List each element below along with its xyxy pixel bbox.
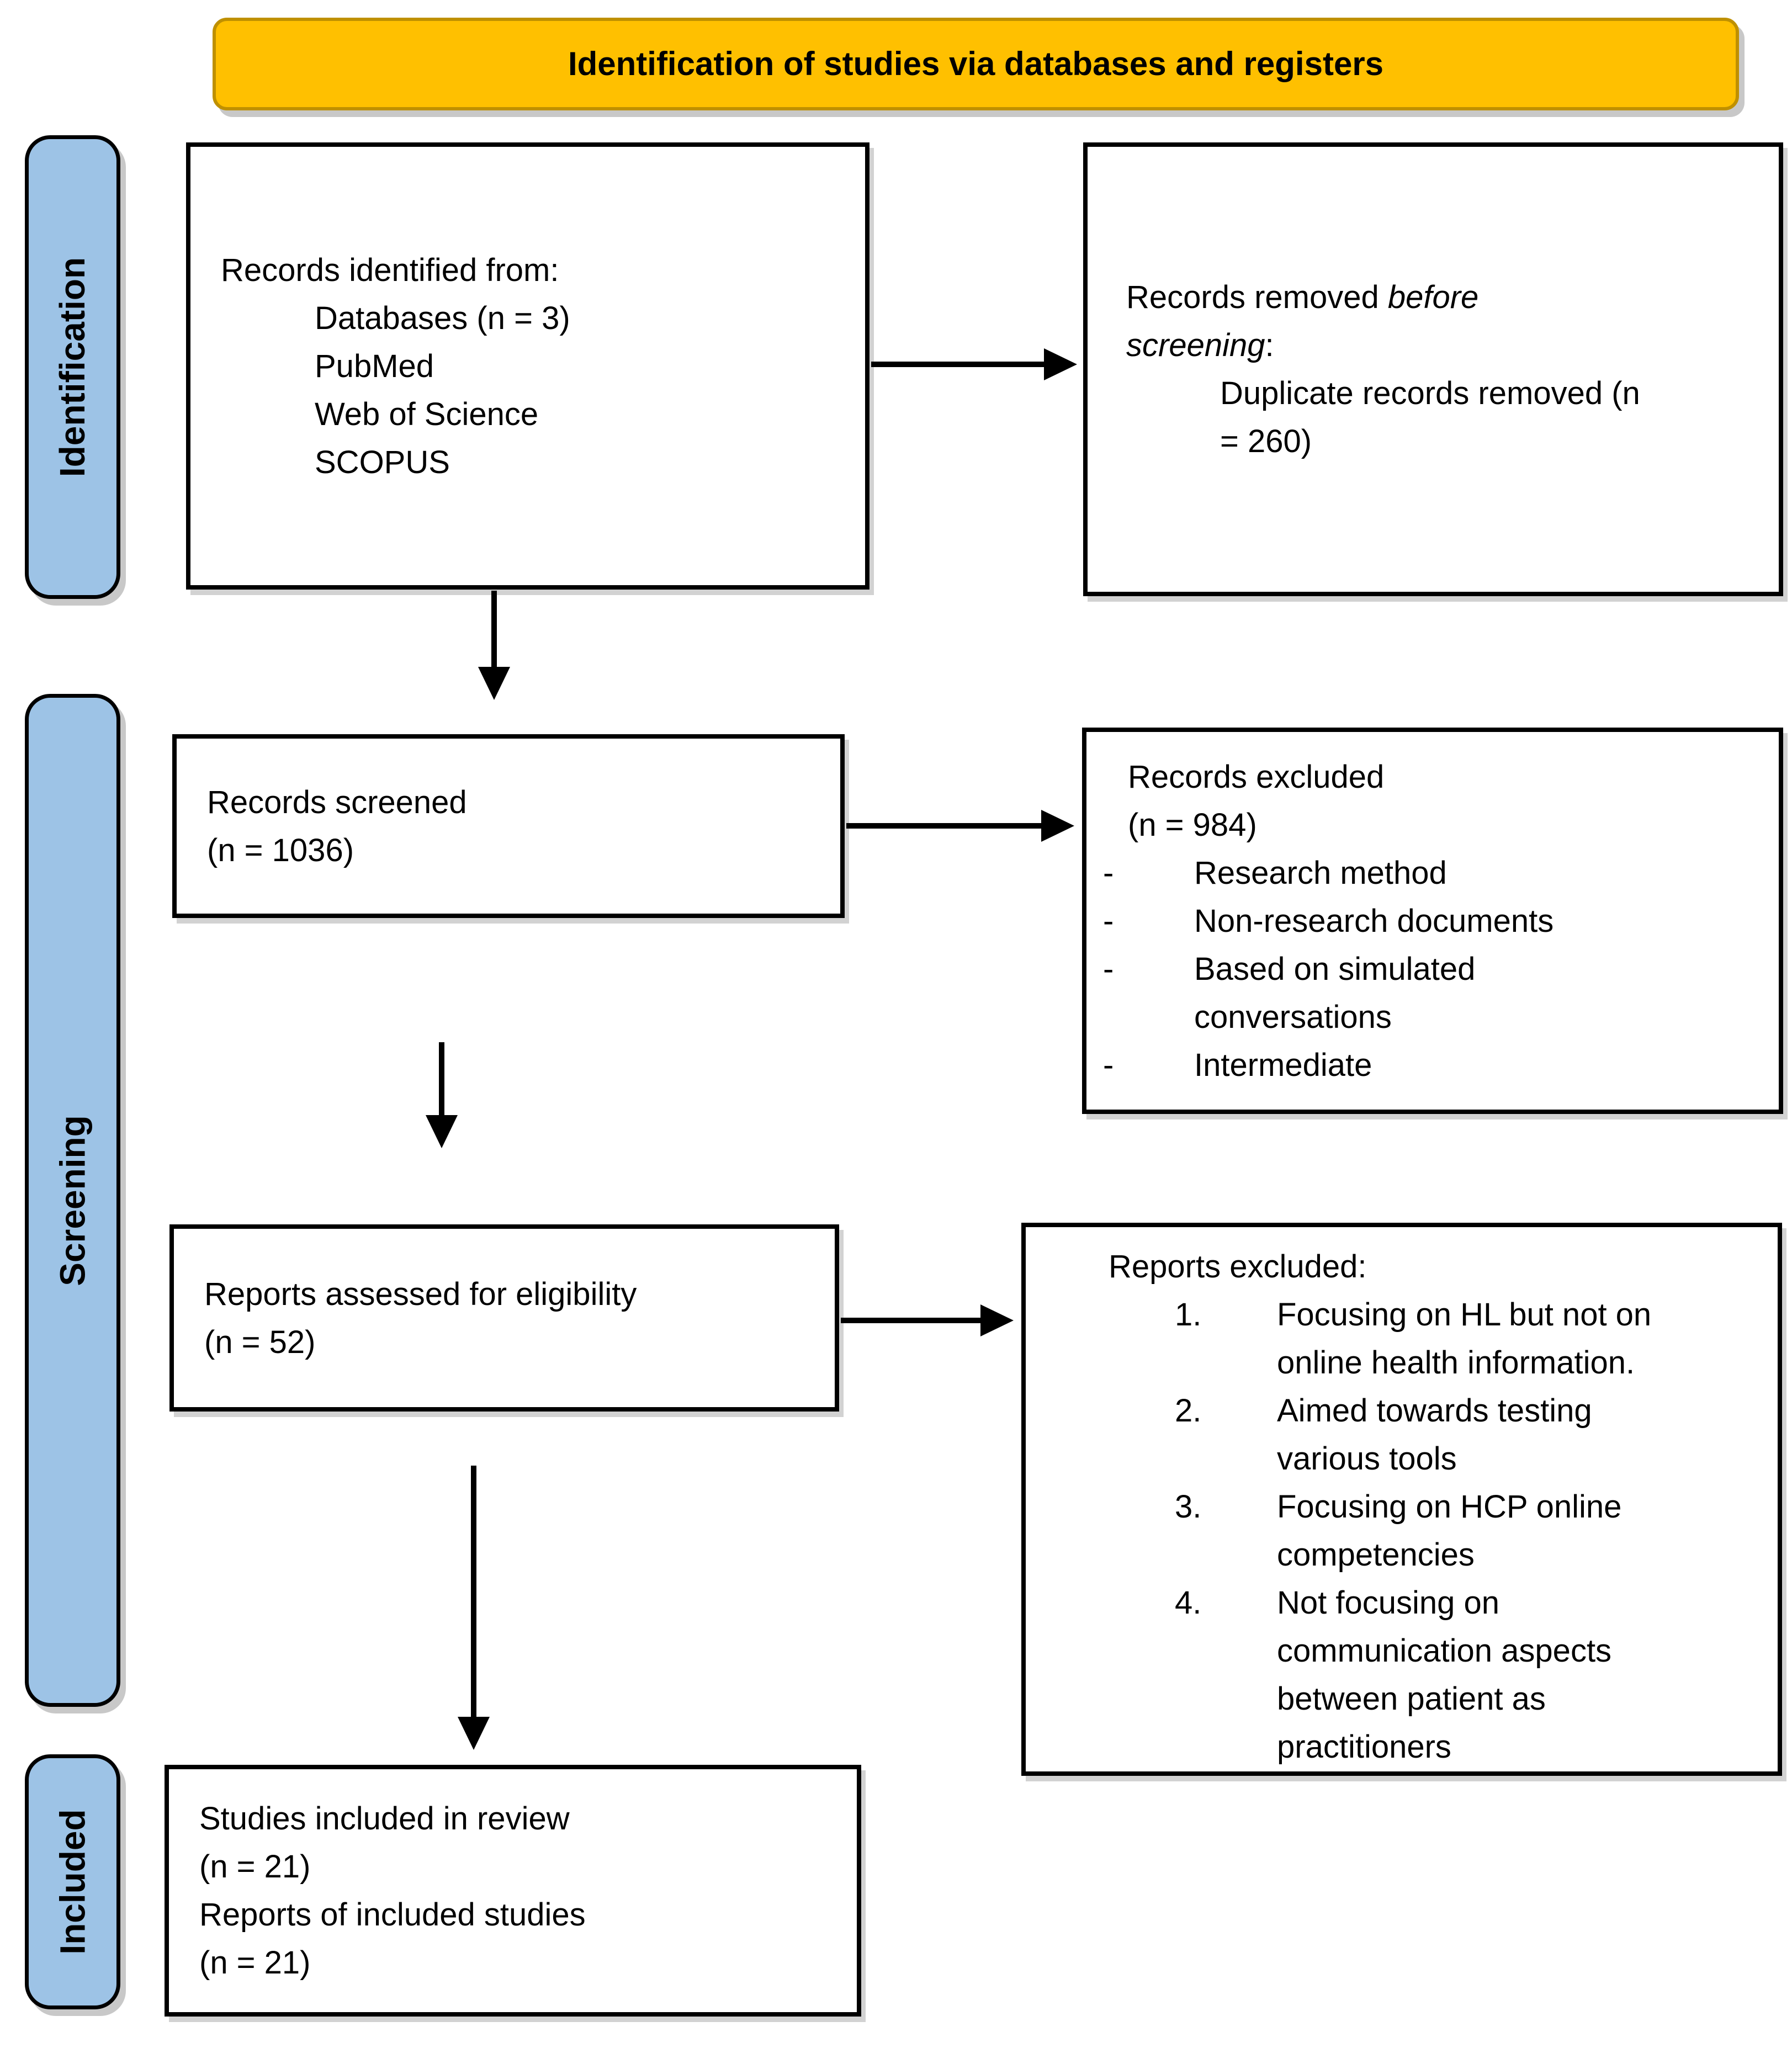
dash-bullet: -: [1103, 1047, 1114, 1083]
reports-excluded-item-row: 1. Focusing on HL but not on online heal…: [1175, 1291, 1758, 1387]
reports-excluded-item: Focusing on HCP online competencies: [1277, 1489, 1622, 1573]
records-removed-title-prefix: Records removed: [1126, 279, 1388, 315]
list-number: 3.: [1175, 1489, 1202, 1525]
stage-label-identification-text: Identification: [52, 257, 93, 477]
box-records-excluded: Records excluded (n = 984) - Research me…: [1082, 728, 1783, 1114]
down-arrow-head: [458, 1717, 490, 1750]
records-excluded-item-row: - Based on simulated conversations: [1103, 945, 1762, 1041]
box-reports-assessed: Reports assessed for eligibility (n = 52…: [169, 1224, 839, 1412]
studies-included-text: Studies included in review (n = 21) Repo…: [199, 1801, 586, 1981]
stage-label-screening-text: Screening: [52, 1115, 93, 1286]
list-number: 2.: [1175, 1393, 1202, 1429]
records-excluded-item-row: - Intermediate: [1103, 1041, 1762, 1089]
dash-bullet: -: [1103, 903, 1114, 939]
right-arrow-head: [1044, 348, 1077, 380]
records-identified-item: PubMed: [315, 348, 434, 384]
reports-excluded-item: Not focusing on communication aspects be…: [1277, 1585, 1612, 1765]
records-excluded-title: Records excluded (n = 984): [1128, 758, 1385, 843]
box-studies-included: Studies included in review (n = 21) Repo…: [165, 1765, 861, 2017]
down-arrow-head: [478, 667, 510, 700]
records-screened-text: Records screened (n = 1036): [207, 784, 467, 868]
records-removed-item: Duplicate records removed (n = 260): [1220, 375, 1640, 459]
down-arrow-head: [426, 1115, 458, 1148]
right-arrow-shaft: [871, 362, 1045, 367]
box-records-identified: Records identified from: Databases (n = …: [186, 142, 870, 590]
box-records-removed: Records removed before screening: Duplic…: [1083, 142, 1783, 596]
reports-excluded-item-row: 4. Not focusing on communication aspects…: [1175, 1579, 1758, 1771]
records-removed-title-suffix: :: [1265, 327, 1274, 363]
right-arrow-head: [980, 1304, 1014, 1336]
list-number: 4.: [1175, 1585, 1202, 1621]
down-arrow-shaft: [471, 1466, 476, 1718]
banner-title-bar: Identification of studies via databases …: [213, 18, 1739, 110]
records-excluded-item: Based on simulated conversations: [1194, 951, 1476, 1035]
right-arrow-head: [1041, 810, 1074, 842]
records-identified-item: Databases (n = 3): [315, 300, 570, 336]
records-excluded-item: Non-research documents: [1194, 903, 1554, 939]
reports-excluded-item: Focusing on HL but not on online health …: [1277, 1297, 1652, 1381]
records-identified-title: Records identified from:: [221, 252, 559, 288]
reports-excluded-item-row: 3. Focusing on HCP online competencies: [1175, 1483, 1758, 1579]
stage-label-included-text: Included: [52, 1809, 93, 1955]
stage-label-included: Included: [25, 1754, 120, 2009]
box-records-screened: Records screened (n = 1036): [172, 734, 845, 918]
records-excluded-item: Research method: [1194, 855, 1447, 891]
down-arrow-shaft: [491, 591, 497, 669]
right-arrow-shaft: [841, 1318, 982, 1323]
records-removed-title: Records removed before screening:: [1126, 273, 1759, 369]
reports-excluded-title: Reports excluded:: [1109, 1249, 1367, 1285]
stage-label-identification: Identification: [25, 135, 120, 599]
reports-excluded-item: Aimed towards testing various tools: [1277, 1393, 1592, 1477]
list-number: 1.: [1175, 1297, 1202, 1333]
box-reports-excluded: Reports excluded: 1. Focusing on HL but …: [1021, 1223, 1782, 1776]
records-identified-item: Web of Science: [315, 396, 539, 432]
stage-label-screening: Screening: [25, 694, 120, 1707]
records-excluded-item: Intermediate: [1194, 1047, 1372, 1083]
reports-assessed-text: Reports assessed for eligibility (n = 52…: [204, 1276, 637, 1360]
records-removed-title-italic: before screening: [1126, 279, 1479, 363]
dash-bullet: -: [1103, 951, 1114, 987]
reports-excluded-item-row: 2. Aimed towards testing various tools: [1175, 1387, 1758, 1483]
records-identified-item: SCOPUS: [315, 444, 450, 480]
records-excluded-item-row: - Non-research documents: [1103, 897, 1762, 945]
right-arrow-shaft: [846, 823, 1042, 829]
dash-bullet: -: [1103, 855, 1114, 891]
records-excluded-item-row: - Research method: [1103, 849, 1762, 897]
banner-title: Identification of studies via databases …: [568, 45, 1384, 82]
down-arrow-shaft: [439, 1042, 444, 1116]
